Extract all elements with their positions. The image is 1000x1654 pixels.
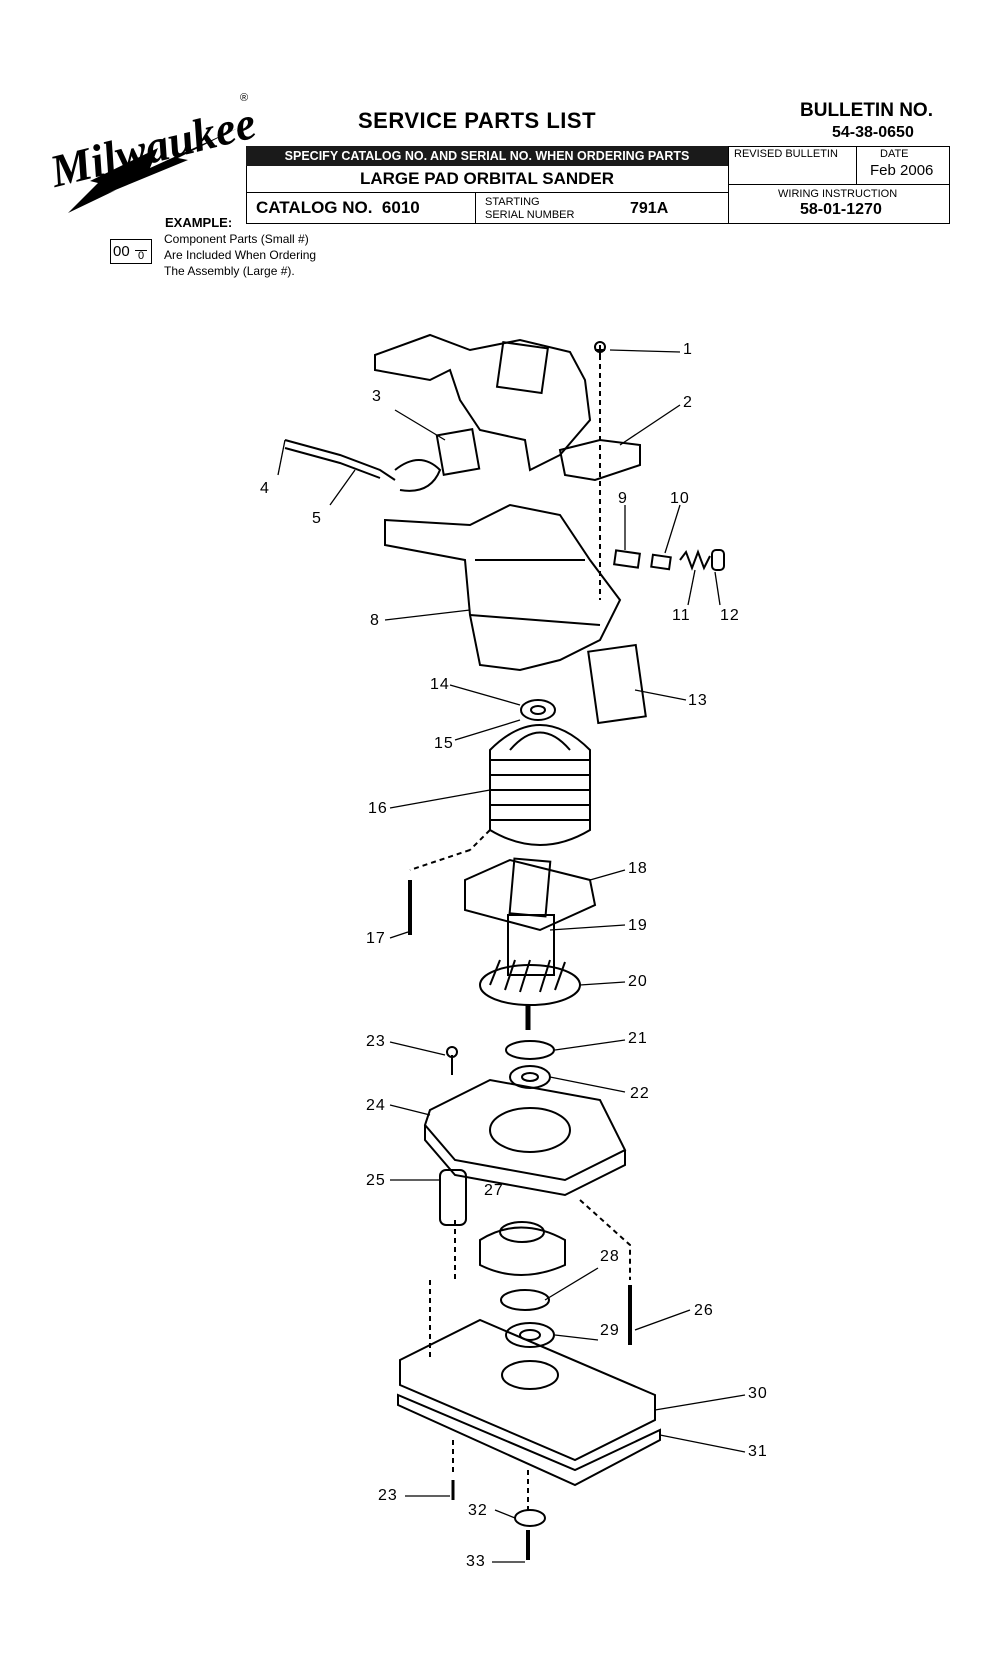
callout-27: 27 [484, 1182, 504, 1199]
serial-number: 791A [630, 200, 669, 217]
callout-3: 3 [372, 388, 382, 405]
divider [856, 146, 857, 184]
wiring-instruction-label: WIRING INSTRUCTION [778, 188, 898, 200]
date-label: DATE [880, 148, 909, 160]
callout-24: 24 [366, 1097, 386, 1114]
milwaukee-logo: Milwaukee [44, 97, 261, 213]
callout-15: 15 [434, 735, 454, 752]
pad-31 [397, 1393, 661, 1487]
callout-17: 17 [366, 930, 386, 947]
catalog-label: CATALOG NO. 6010 [256, 198, 420, 217]
revised-bulletin-label: REVISED BULLETIN [734, 148, 838, 160]
callout-30: 30 [748, 1385, 768, 1402]
product-name: LARGE PAD ORBITAL SANDER [246, 166, 728, 193]
brush-10 [650, 553, 672, 571]
brush-holder-9 [613, 549, 641, 569]
divider [728, 146, 729, 224]
callout-23: 23 [366, 1033, 386, 1050]
bearing-14 [520, 699, 556, 721]
catalog-number: 6010 [381, 198, 420, 217]
cap-12 [711, 549, 725, 571]
bulletin-number: 54-38-0650 [832, 124, 914, 141]
registered-mark: ® [240, 92, 249, 104]
callout-29: 29 [600, 1322, 620, 1339]
wiring-instruction-number: 58-01-1270 [800, 201, 882, 218]
field-16 [489, 724, 591, 846]
callout-10: 10 [670, 490, 690, 507]
armature-19 [508, 857, 552, 918]
counterweight-27 [479, 1226, 566, 1276]
callout-5: 5 [312, 510, 322, 527]
lightning-bolt-icon [68, 128, 238, 213]
label-13 [587, 643, 647, 725]
callout-9: 9 [618, 490, 628, 507]
date-value: Feb 2006 [870, 162, 934, 179]
callout-2: 2 [683, 394, 693, 411]
ring-28 [500, 1289, 550, 1311]
callout-16: 16 [368, 800, 388, 817]
specify-notice: SPECIFY CATALOG NO. AND SERIAL NO. WHEN … [246, 146, 728, 166]
page-title: SERVICE PARTS LIST [358, 108, 597, 133]
callout-11: 11 [672, 607, 691, 624]
exploded-parts-diagram [277, 333, 746, 1563]
callout-8: 8 [370, 612, 380, 629]
washer-32 [514, 1509, 546, 1527]
callout-4: 4 [260, 480, 270, 497]
baffle-18 [464, 858, 597, 932]
callout-33: 33 [466, 1553, 486, 1570]
callout-12: 12 [720, 607, 740, 624]
callout-21: 21 [628, 1030, 648, 1047]
cap-window [495, 341, 549, 395]
example-box: 00 0 [110, 239, 152, 264]
callout-14: 14 [430, 676, 450, 693]
ring-21 [505, 1040, 555, 1060]
callout-25: 25 [366, 1172, 386, 1189]
housing-8 [384, 503, 622, 672]
callout-26: 26 [694, 1302, 714, 1319]
callout-32: 32 [468, 1502, 488, 1519]
callout-18: 18 [628, 860, 648, 877]
callout-20: 20 [628, 973, 648, 990]
divider [475, 192, 476, 224]
gear-case-24 [423, 1078, 627, 1182]
bulletin-label: BULLETIN NO. [800, 100, 933, 121]
spring-11 [679, 549, 711, 571]
example-label: EXAMPLE: [165, 215, 233, 230]
example-text: Component Parts (Small #) Are Included W… [164, 232, 317, 278]
callout-31: 31 [748, 1443, 768, 1460]
cord-5 [284, 439, 396, 481]
handle-cap [374, 333, 592, 472]
brand-text: Milwaukee [44, 97, 261, 197]
pad-30 [399, 1318, 656, 1462]
bearing-29 [505, 1322, 555, 1348]
callout-23-lower: 23 [378, 1487, 398, 1504]
callout-28: 28 [600, 1248, 620, 1265]
divider [728, 184, 950, 185]
callout-22: 22 [630, 1085, 650, 1102]
callout-13: 13 [688, 692, 708, 709]
callout-19: 19 [628, 917, 648, 934]
switch-3 [435, 428, 481, 476]
callout-1: 1 [683, 341, 693, 358]
bumper-25 [439, 1169, 467, 1226]
